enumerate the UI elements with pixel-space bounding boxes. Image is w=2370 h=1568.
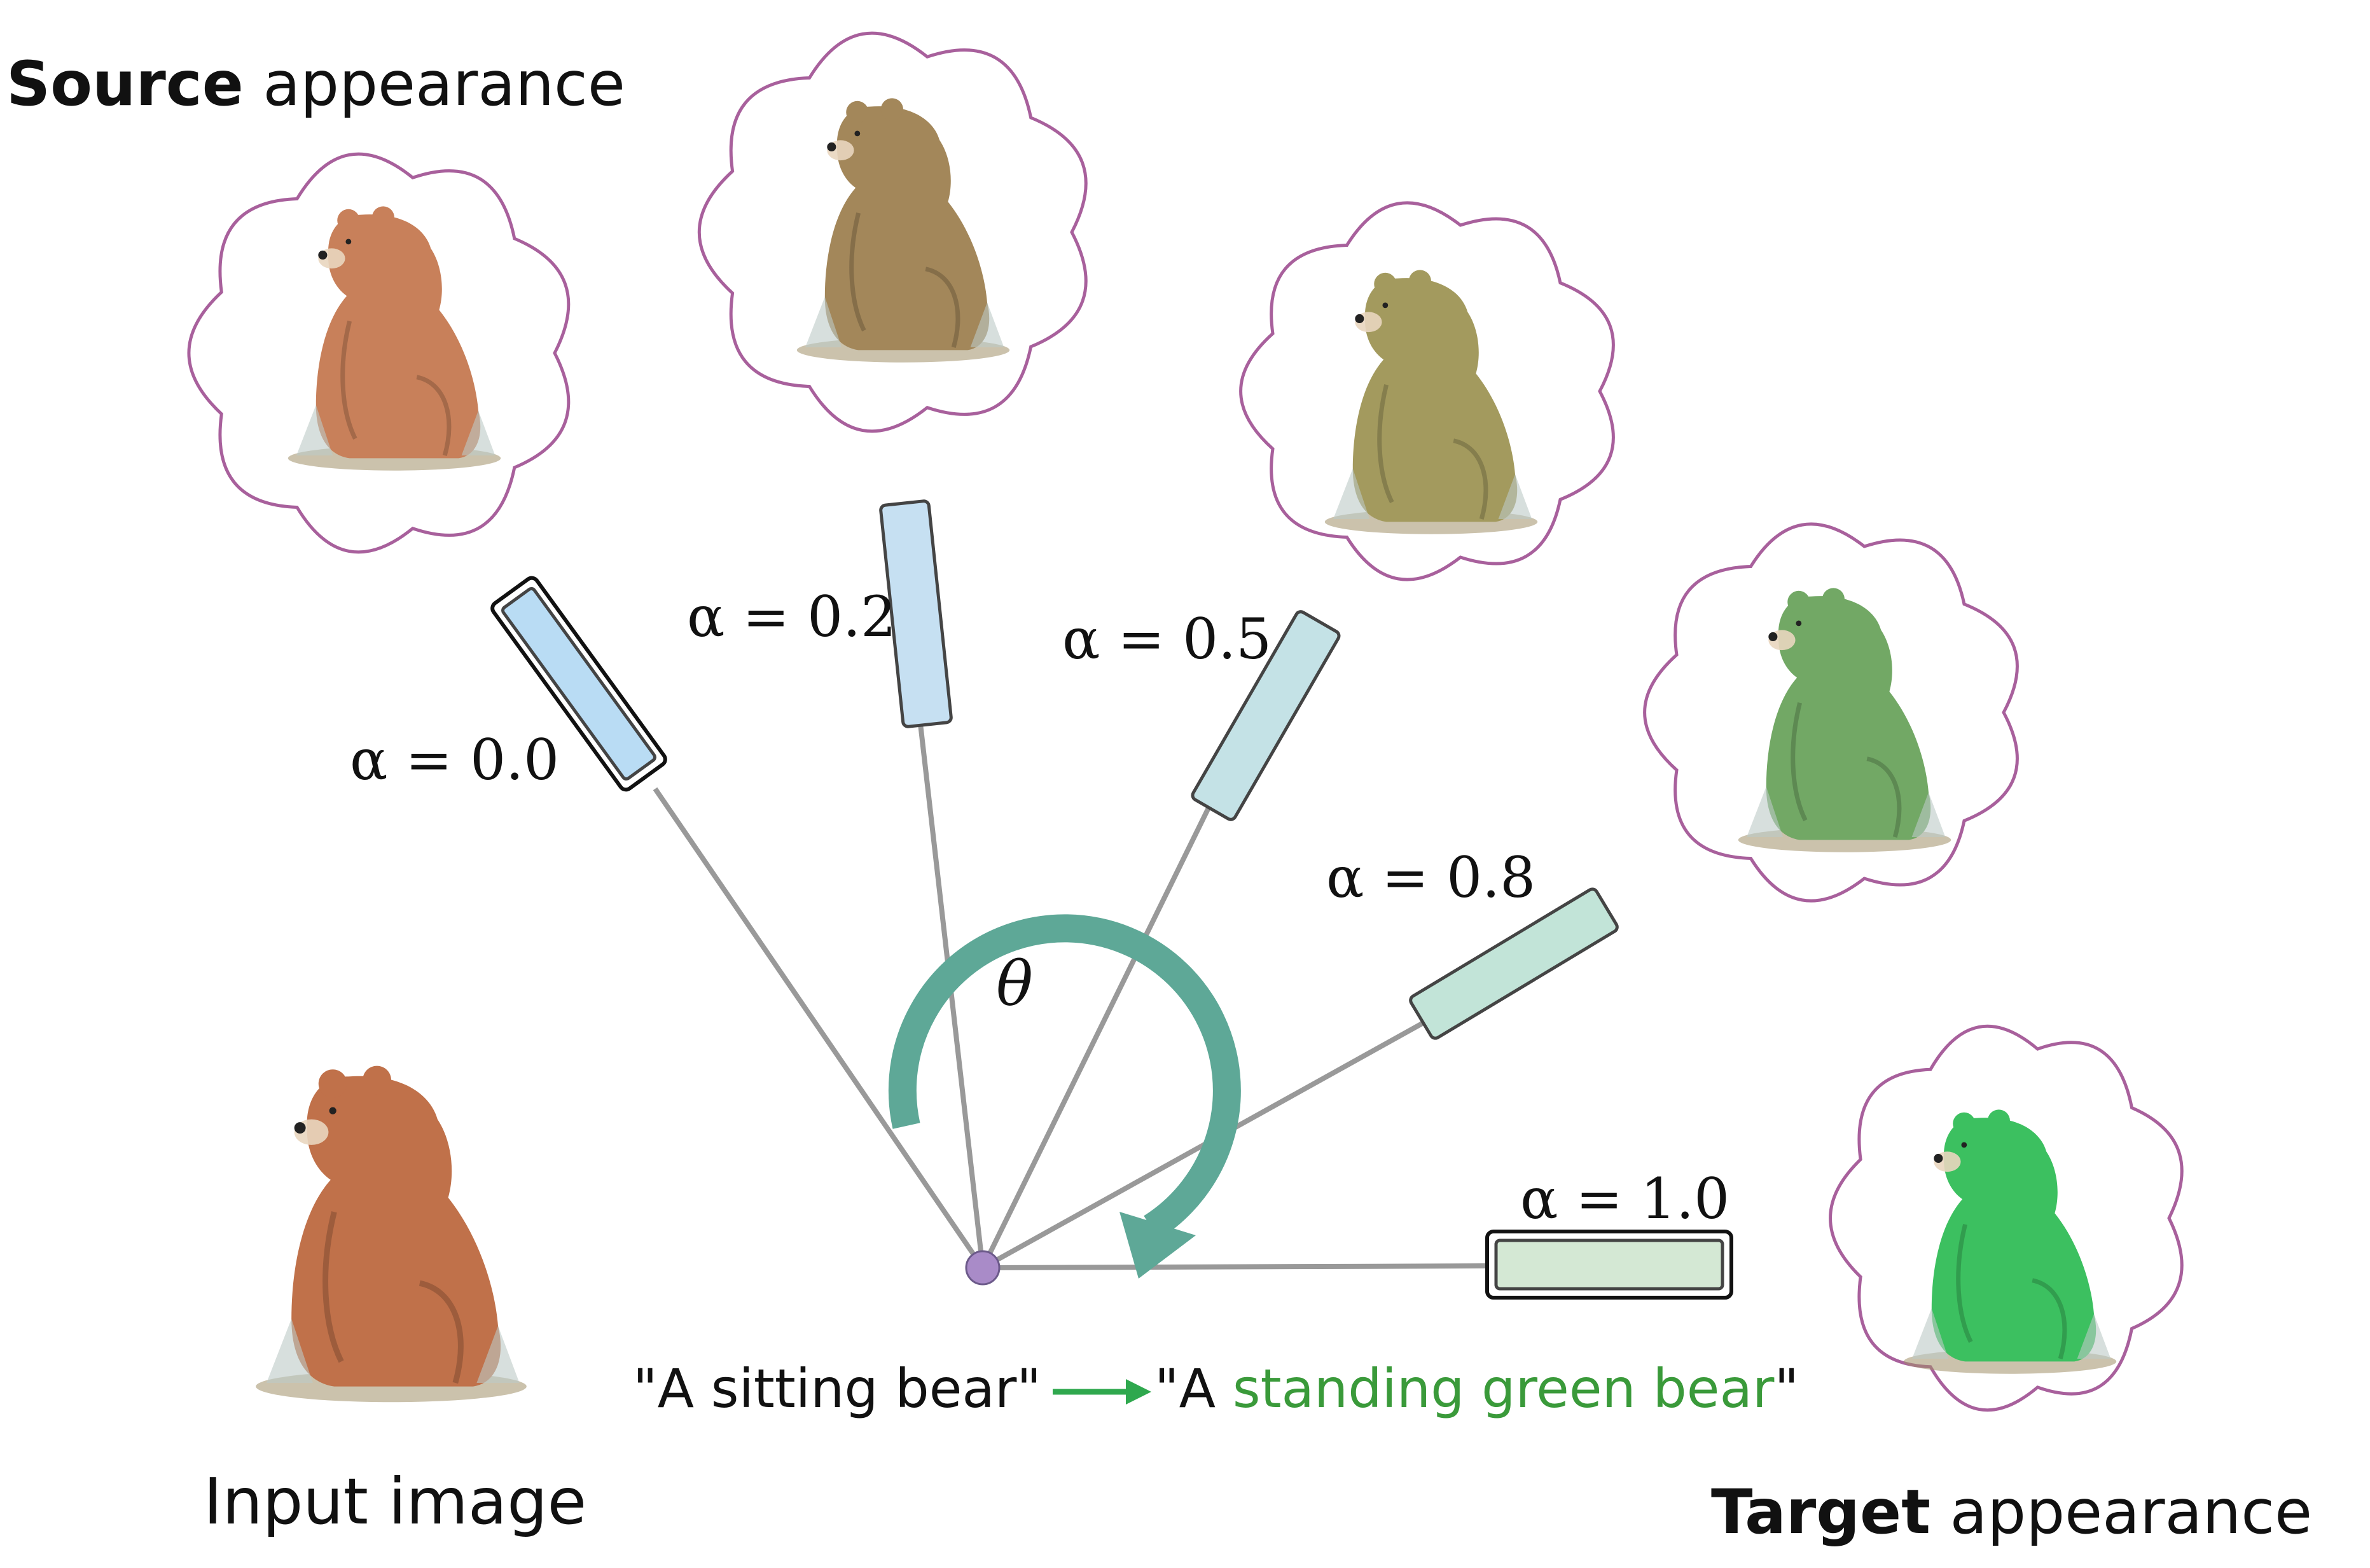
spokes (653, 723, 1492, 1270)
source-prompt: "A sitting bear" (633, 1357, 1041, 1420)
target-prompt-green: standing green bear (1233, 1357, 1775, 1420)
theta-arrowhead (1119, 1212, 1196, 1279)
alpha-box-1.0 (1485, 1230, 1733, 1300)
target-prompt-close: " (1774, 1357, 1799, 1420)
theta-label: θ (996, 948, 1033, 1020)
alpha-label-0.0: α = 0.0 (350, 727, 559, 793)
target-prompt: "A standing green bear" (1154, 1357, 1799, 1420)
alpha-box-0.8 (1409, 887, 1619, 1040)
target-appearance-title: Target appearance (1711, 1476, 2312, 1548)
target-rest-text: appearance (1930, 1476, 2312, 1548)
source-appearance-title: Source appearance (6, 48, 625, 120)
target-bold-text: Target (1711, 1476, 1930, 1548)
spoke-1.0 (982, 1263, 1492, 1270)
source-bold-text: Source (6, 48, 244, 120)
alpha-label-0.5: α = 0.5 (1062, 606, 1272, 672)
prompt-arrow (1053, 1379, 1151, 1405)
alpha-label-0.8: α = 0.8 (1326, 845, 1535, 910)
alpha-box-0.5 (1191, 610, 1341, 821)
pivot-point (965, 1250, 1001, 1286)
source-rest-text: appearance (244, 48, 625, 120)
alpha-box-0.2 (879, 499, 953, 728)
input-image-label: Input image (204, 1464, 586, 1539)
spoke-0.0 (653, 787, 985, 1270)
alpha-label-0.2: α = 0.2 (687, 584, 896, 649)
alpha-box-0.0 (490, 576, 667, 792)
target-prompt-open: "A (1154, 1357, 1233, 1420)
spoke-0.5 (980, 807, 1211, 1269)
spoke-0.2 (918, 723, 985, 1268)
theta-arc (888, 914, 1241, 1240)
input-bear-image (256, 1066, 527, 1403)
alpha-label-1.0: α = 1.0 (1520, 1166, 1729, 1232)
